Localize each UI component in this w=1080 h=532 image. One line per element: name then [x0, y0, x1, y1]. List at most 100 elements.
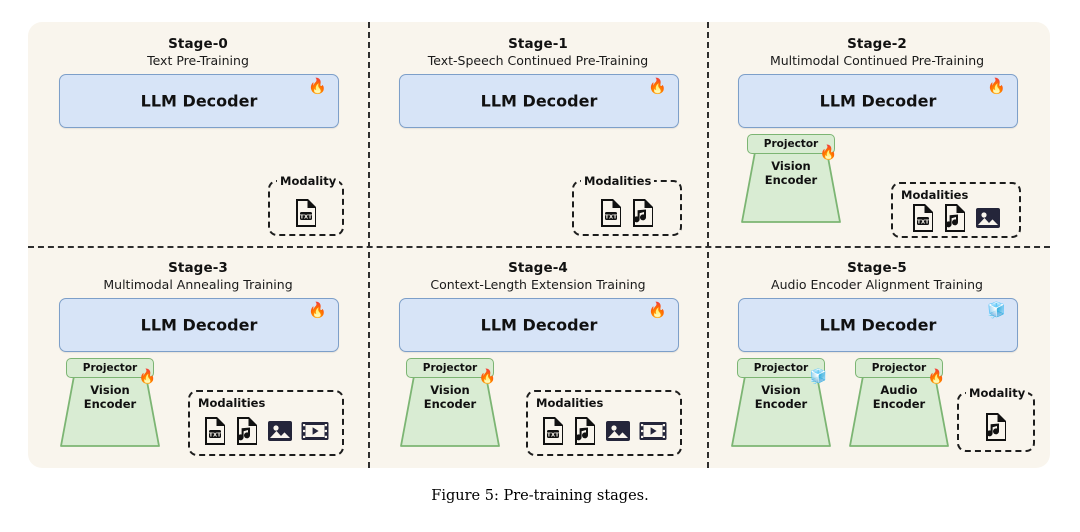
svg-text:TXT: TXT	[209, 432, 221, 438]
figure-card: Stage-0 Text Pre-Training LLM Decoder 🔥 …	[28, 22, 1050, 468]
flame-icon: 🔥	[138, 369, 156, 385]
flame-icon: 🔥	[308, 301, 327, 319]
audio-file-icon	[983, 412, 1009, 442]
panel-stage-1: Stage-1 Text-Speech Continued Pre-Traini…	[368, 22, 708, 246]
panel-title: Stage-2	[847, 36, 907, 52]
llm-decoder-label: LLM Decoder	[140, 315, 258, 335]
audio-encoder-group: Projector Audio Encoder 🔥	[847, 358, 951, 450]
panel-subtitle: Multimodal Continued Pre-Training	[769, 53, 985, 68]
llm-decoder-label: LLM Decoder	[140, 91, 258, 111]
encoder-label-line2: Encoder	[83, 396, 137, 411]
svg-text:TXT: TXT	[300, 214, 312, 220]
encoder-label-line1: Vision	[430, 383, 470, 397]
panel-stage-0: Stage-0 Text Pre-Training LLM Decoder 🔥 …	[28, 22, 368, 246]
modality-box: Modalities TXT	[188, 390, 344, 456]
panel-title: Stage-0	[168, 36, 228, 52]
vision-encoder-group: Projector Vision Encoder 🧊	[729, 358, 833, 450]
modality-box: Modalities TXT	[572, 174, 682, 236]
flame-icon: 🔥	[819, 145, 837, 161]
modality-icon-list: TXT	[574, 198, 680, 228]
encoder-label: Audio Encoder	[847, 383, 951, 411]
encoder-label-line1: Vision	[761, 383, 801, 397]
audio-file-icon	[234, 416, 260, 446]
panel-subtitle: Audio Encoder Alignment Training	[771, 277, 983, 292]
modality-label: Modalities	[198, 396, 266, 410]
video-icon	[300, 418, 330, 444]
modality-box: Modalities TXT	[526, 390, 682, 456]
vision-encoder-group: Projector Vision Encoder 🔥	[739, 134, 843, 226]
panel-subtitle: Multimodal Annealing Training	[103, 277, 293, 292]
svg-text:TXT: TXT	[917, 219, 929, 225]
encoder-label-line2: Encoder	[423, 396, 477, 411]
flame-icon: 🔥	[648, 301, 667, 319]
text-file-icon: TXT	[598, 198, 624, 228]
flame-icon: 🔥	[648, 77, 667, 95]
projector-box: Projector	[737, 358, 825, 378]
figure-caption: Figure 5: Pre-training stages.	[431, 488, 649, 504]
audio-file-icon	[572, 416, 598, 446]
flame-icon: 🔥	[478, 369, 496, 385]
snowflake-icon: 🧊	[987, 301, 1006, 319]
encoder-label-line2: Encoder	[764, 172, 818, 187]
modality-box: Modalities TXT	[891, 182, 1021, 238]
grid-divider-vertical-2	[707, 22, 709, 468]
svg-text:TXT: TXT	[547, 432, 559, 438]
modality-label: Modalities	[901, 188, 969, 202]
svg-text:TXT: TXT	[605, 214, 617, 220]
modality-label: Modality	[277, 174, 340, 188]
projector-box: Projector	[406, 358, 494, 378]
panel-subtitle: Text Pre-Training	[147, 53, 249, 68]
panel-subtitle: Text-Speech Continued Pre-Training	[427, 53, 649, 68]
panel-stage-5: Stage-5 Audio Encoder Alignment Training…	[707, 246, 1047, 470]
llm-decoder-box: LLM Decoder 🔥	[399, 74, 679, 128]
video-icon	[638, 418, 668, 444]
text-file-icon: TXT	[202, 416, 228, 446]
flame-icon: 🔥	[987, 77, 1006, 95]
llm-decoder-box: LLM Decoder 🧊	[738, 298, 1018, 352]
encoder-label: Vision Encoder	[739, 159, 843, 187]
text-file-icon: TXT	[910, 203, 936, 233]
projector-box: Projector	[855, 358, 943, 378]
llm-decoder-label: LLM Decoder	[819, 91, 937, 111]
llm-decoder-box: LLM Decoder 🔥	[59, 298, 339, 352]
modality-icon-list: TXT	[270, 198, 342, 228]
llm-decoder-label: LLM Decoder	[480, 91, 598, 111]
snowflake-icon: 🧊	[809, 369, 827, 385]
llm-decoder-box: LLM Decoder 🔥	[738, 74, 1018, 128]
modality-box: Modality TXT	[268, 174, 344, 236]
llm-decoder-label: LLM Decoder	[480, 315, 598, 335]
panel-stage-2: Stage-2 Multimodal Continued Pre-Trainin…	[707, 22, 1047, 246]
modality-icon-list: TXT	[528, 416, 680, 446]
modality-box: Modality	[957, 386, 1035, 452]
panel-title: Stage-1	[508, 36, 568, 52]
llm-decoder-box: LLM Decoder 🔥	[399, 298, 679, 352]
image-icon	[604, 418, 632, 444]
panel-title: Stage-3	[168, 260, 228, 276]
vision-encoder-group: Projector Vision Encoder 🔥	[398, 358, 502, 450]
encoder-label: Vision Encoder	[58, 383, 162, 411]
modality-label: Modalities	[581, 174, 655, 188]
projector-box: Projector	[747, 134, 835, 154]
vision-encoder-group: Projector Vision Encoder 🔥	[58, 358, 162, 450]
panel-title: Stage-5	[847, 260, 907, 276]
image-icon	[974, 205, 1002, 231]
panel-subtitle: Context-Length Extension Training	[430, 277, 646, 292]
encoder-label: Vision Encoder	[398, 383, 502, 411]
encoder-label-line1: Vision	[771, 159, 811, 173]
llm-decoder-box: LLM Decoder 🔥	[59, 74, 339, 128]
panel-title: Stage-4	[508, 260, 568, 276]
encoder-label-line1: Vision	[90, 383, 130, 397]
encoder-label-line2: Encoder	[872, 396, 926, 411]
encoder-label: Vision Encoder	[729, 383, 833, 411]
audio-file-icon	[942, 203, 968, 233]
modality-icon-list: TXT	[893, 203, 1019, 233]
encoder-label-line1: Audio	[880, 383, 918, 397]
panel-stage-3: Stage-3 Multimodal Annealing Training LL…	[28, 246, 368, 470]
modality-icon-list: TXT	[190, 416, 342, 446]
flame-icon: 🔥	[308, 77, 327, 95]
grid-divider-vertical-1	[368, 22, 370, 468]
projector-box: Projector	[66, 358, 154, 378]
modality-label: Modalities	[536, 396, 604, 410]
panel-stage-4: Stage-4 Context-Length Extension Trainin…	[368, 246, 708, 470]
flame-icon: 🔥	[927, 369, 945, 385]
